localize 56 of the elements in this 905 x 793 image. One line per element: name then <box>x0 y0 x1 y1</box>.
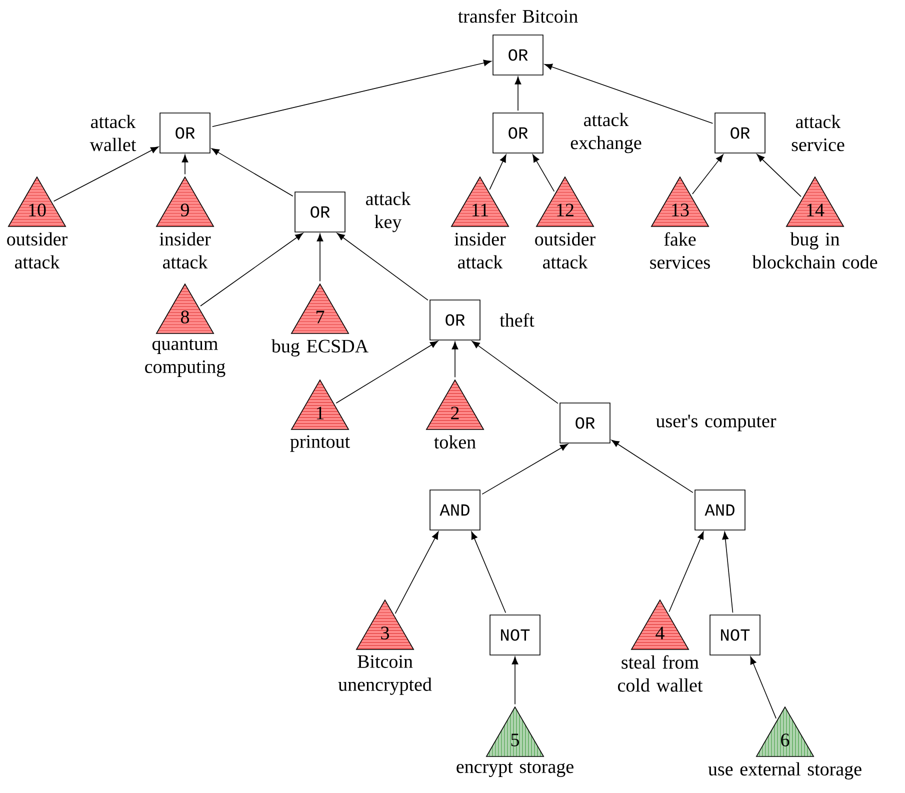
gate-box: NOT <box>490 614 540 656</box>
arrow <box>544 64 714 124</box>
node-label: user's computer <box>656 414 776 432</box>
node-label: use external storage <box>708 762 862 780</box>
node-label: attack wallet <box>90 114 136 152</box>
gate-box: OR <box>492 34 544 76</box>
node-label: bug in blockchain code <box>752 232 878 269</box>
arrow <box>489 154 506 190</box>
node-label: transfer Bitcoin <box>458 9 578 23</box>
node-label: attack key <box>366 192 411 232</box>
gate-box: OR <box>160 112 210 154</box>
gate-box: OR <box>714 112 766 154</box>
node-label: attack service <box>792 114 844 152</box>
node-label: attack exchange <box>570 112 642 154</box>
node-label: outsider attack <box>535 232 596 269</box>
arrow <box>211 148 294 197</box>
gate-box: OR <box>492 112 544 154</box>
arrow <box>668 531 704 612</box>
gate-box: NOT <box>710 614 760 656</box>
node-label: theft <box>500 313 534 327</box>
gate-box: OR <box>560 402 610 444</box>
arrow <box>200 232 304 306</box>
gate-box: OR <box>430 300 480 340</box>
node-label: fake services <box>650 232 710 269</box>
arrow <box>336 232 428 301</box>
arrow <box>471 531 506 614</box>
arrow <box>482 444 568 495</box>
arrow <box>182 154 188 175</box>
arrow <box>53 146 159 202</box>
node-label: outsider attack <box>7 232 68 269</box>
arrow <box>394 531 439 614</box>
arrow <box>212 60 492 127</box>
node-label: insider attack <box>454 232 506 269</box>
arrow <box>611 440 694 493</box>
arrow <box>756 154 802 197</box>
arrow <box>512 656 518 705</box>
arrow <box>336 340 438 404</box>
node-label: steal from cold wallet <box>618 655 703 692</box>
node-label: encrypt storage <box>456 762 574 777</box>
node-label: token <box>434 435 476 449</box>
arrow <box>692 154 724 194</box>
node-label: Bitcoin unencrypted <box>338 655 432 695</box>
node-label: printout <box>290 435 350 452</box>
arrow <box>452 342 458 378</box>
arrow <box>532 154 555 192</box>
node-label: insider attack <box>160 232 211 269</box>
gate-box: AND <box>430 490 480 530</box>
node-label: quantum computing <box>145 339 226 377</box>
arrow <box>472 340 558 404</box>
arrow <box>514 76 522 111</box>
node-label: bug ECSDA <box>271 339 368 356</box>
arrow <box>750 656 776 719</box>
gate-box: AND <box>694 490 746 530</box>
arrow <box>316 234 324 282</box>
gate-box: OR <box>294 192 346 232</box>
arrow <box>722 532 734 613</box>
